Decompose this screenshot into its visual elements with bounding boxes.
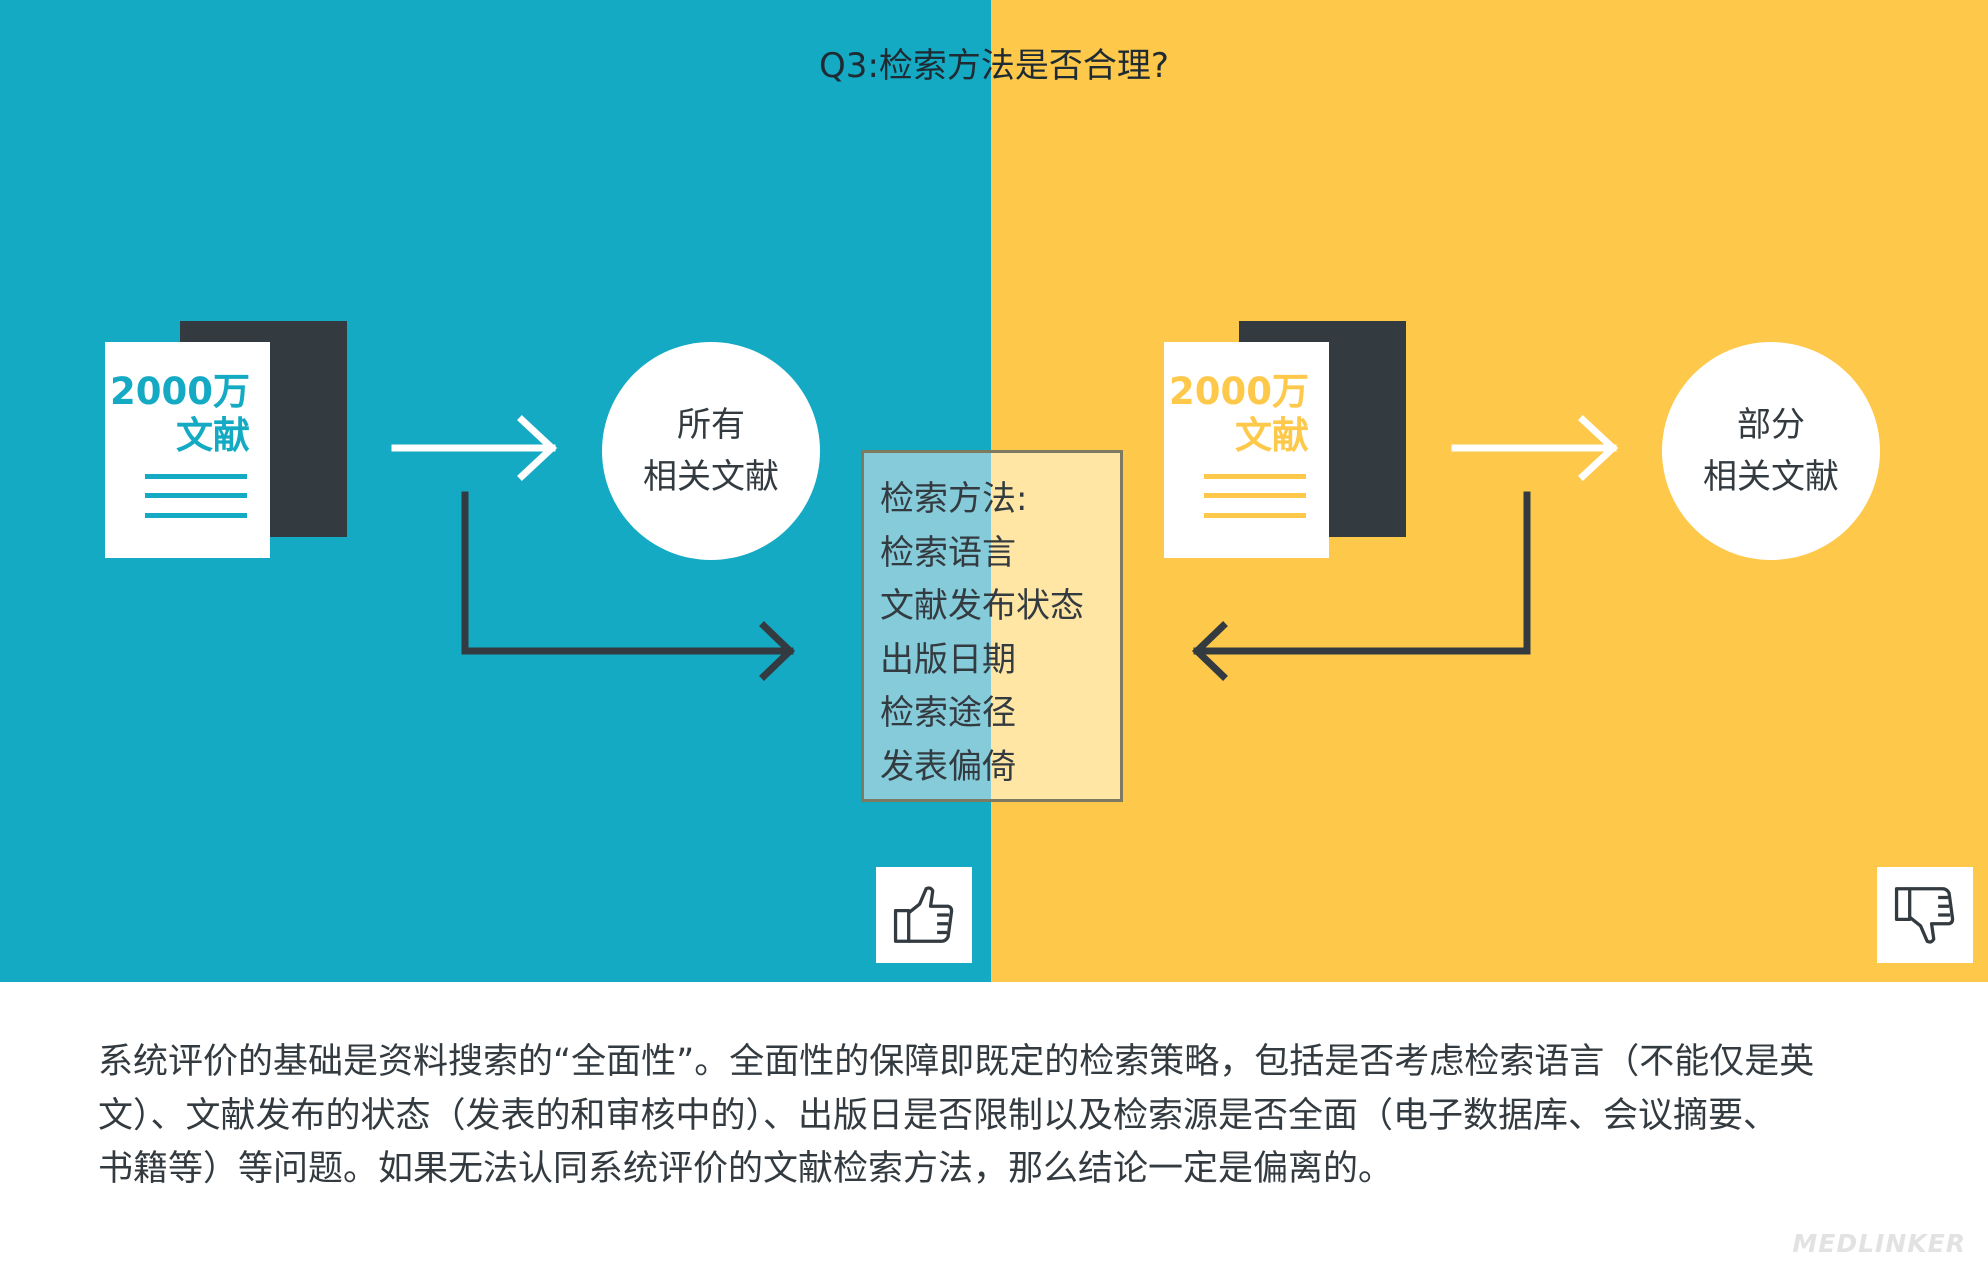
circle-label-top: 部分 (1737, 405, 1805, 445)
thumbs-up-icon (876, 867, 972, 963)
description-line: 书籍等）等问题。如果无法认同系统评价的文献检索方法，那么结论一定是偏离的。 (98, 1149, 1394, 1189)
circle-label-top: 所有 (677, 405, 745, 445)
circle-label-bottom: 相关文献 (1703, 457, 1839, 497)
search-method-list: 检索方法: 检索语言 文献发布状态 出版日期 检索途径 发表偏倚 (880, 473, 1084, 794)
partial-relevant-circle: 部分 相关文献 (1662, 342, 1880, 560)
brand-watermark: MEDLINKER (1792, 1229, 1966, 1258)
page-title: Q3:检索方法是否合理? (819, 46, 1169, 86)
thumbs-down-icon (1877, 867, 1973, 963)
left-arrow-to-method (461, 491, 794, 655)
right-arrow-to-method-head (1191, 621, 1228, 681)
right-arrow-to-circle-head (1578, 415, 1619, 481)
search-method-box: 检索方法: 检索语言 文献发布状态 出版日期 检索途径 发表偏倚 (861, 450, 1123, 802)
method-item: 检索途径 (880, 693, 1016, 733)
left-arrow-to-method-head (759, 621, 796, 681)
method-item: 出版日期 (880, 639, 1016, 680)
document-front-icon: 2000万 文献 (105, 342, 270, 558)
right-document-stack: 2000万 文献 (1164, 321, 1406, 561)
doc-label-count: 2000万 (1169, 370, 1309, 413)
method-item: 文献发布状态 (880, 586, 1084, 626)
circle-label-bottom: 相关文献 (643, 457, 779, 497)
doc-label-word: 文献 (1235, 414, 1309, 457)
method-item: 检索语言 (880, 532, 1016, 573)
doc-label-word: 文献 (176, 414, 250, 457)
doc-label-count: 2000万 (110, 370, 250, 413)
flow-arrows (391, 415, 1619, 681)
description-text: 系统评价的基础是资料搜索的“全面性”。全面性的保障即既定的检索策略，包括是否考虑… (98, 1036, 1898, 1197)
method-heading: 检索方法: (880, 479, 1028, 519)
right-arrow-to-method (1193, 491, 1531, 655)
left-document-stack: 2000万 文献 (105, 321, 347, 561)
description-line: 系统评价的基础是资料搜索的“全面性”。全面性的保障即既定的检索策略，包括是否考虑… (98, 1042, 1815, 1082)
all-relevant-circle: 所有 相关文献 (602, 342, 820, 560)
left-arrow-to-circle-head (517, 415, 558, 481)
description-line: 文）、文献发布的状态（发表的和审核中的）、出版日是否限制以及检索源是否全面（电子… (98, 1095, 1779, 1136)
method-item: 发表偏倚 (880, 746, 1016, 787)
document-front-icon: 2000万 文献 (1164, 342, 1329, 558)
